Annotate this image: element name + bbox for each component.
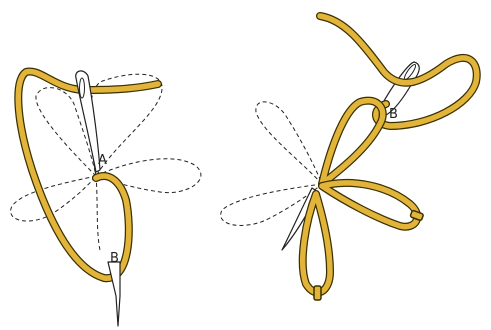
left-needle-bottom [108, 262, 120, 326]
right-loop-right-outline [322, 183, 417, 227]
right-anchor-stitch-right [410, 210, 424, 221]
label-left-b: B [110, 252, 119, 265]
right-yarn-tail-fill [320, 16, 477, 126]
right-figure [221, 16, 477, 300]
label-right-b: B [389, 108, 398, 121]
left-needle-top-eye [80, 78, 85, 98]
left-figure [11, 71, 201, 326]
right-anchor-stitch-bottom [314, 286, 321, 300]
left-needle-bottom-shaft [108, 262, 120, 326]
left-petal-bottom [96, 176, 100, 250]
right-yarn [303, 16, 477, 300]
right-petal-upper-left [256, 102, 322, 184]
label-left-a: A [98, 154, 107, 167]
